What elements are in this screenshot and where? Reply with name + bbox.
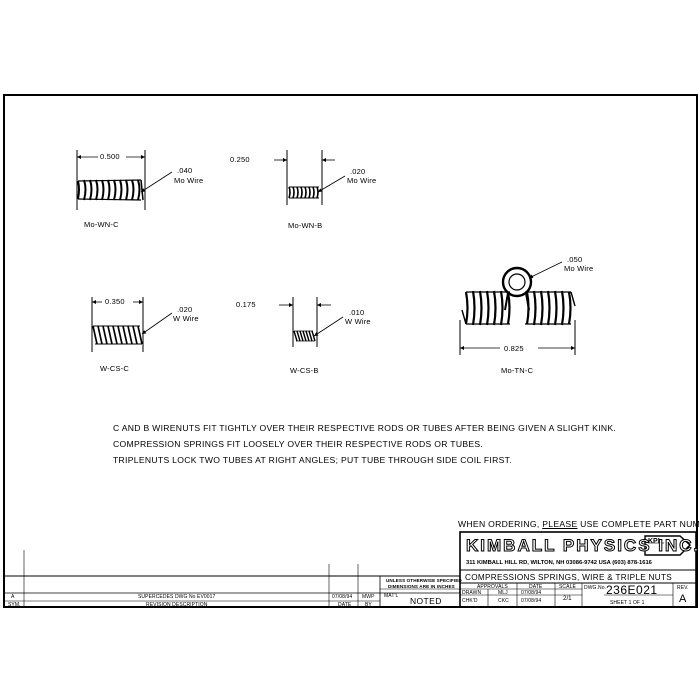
part-mo-tn-c-label: Mo-TN-C [501, 366, 534, 375]
material-value: NOTED [410, 596, 442, 606]
part-mo-wn-c-wire-type: Mo Wire [174, 176, 204, 185]
ordering-suffix: USE COMPLETE PART NUMBER [580, 519, 700, 529]
company-address: 311 KIMBALL HILL RD, WILTON, NH 03086-97… [466, 560, 652, 566]
part-mo-wn-b-drawing [274, 150, 346, 205]
revision-row-by: MWP [362, 594, 375, 600]
part-w-cs-c-wire-size: .020 [177, 305, 193, 314]
revision-by-header: BY [365, 602, 372, 608]
revision-date-header: DATE [338, 602, 352, 608]
part-mo-tn-c-wire-size: .050 [567, 255, 583, 264]
part-w-cs-b-label: W-CS-B [290, 366, 319, 375]
part-w-cs-b-wire-size: .010 [349, 308, 365, 317]
drawing-number: 236E021 [606, 583, 658, 597]
part-mo-tn-c-drawing [459, 261, 576, 355]
drawn-date: 07/08/94 [521, 590, 542, 596]
part-mo-wn-c-wire-size: .040 [177, 166, 193, 175]
note-1: C AND B WIRENUTS FIT TIGHTLY OVER THEIR … [113, 423, 617, 433]
note-2: COMPRESSION SPRINGS FIT LOOSELY OVER THE… [113, 439, 484, 449]
revision-letter: A [679, 593, 687, 605]
drawing-title: COMPRESSIONS SPRINGS, WIRE & TRIPLE NUTS [465, 573, 673, 582]
ordering-note: WHEN ORDERING, PLEASE USE COMPLETE PART … [458, 520, 700, 529]
approvals-header: APPROVALS [477, 584, 508, 590]
part-mo-tn-c-wire-type: Mo Wire [564, 264, 594, 273]
part-mo-wn-c-dim: 0.500 [100, 152, 120, 161]
dwg-no-header: DWG.No. [584, 585, 607, 591]
scale-header: SCALE [559, 584, 576, 590]
tolerance-line-1: UNLESS OTHERWISE SPECIFIED [386, 578, 462, 583]
part-mo-wn-b-wire-type: Mo Wire [347, 176, 377, 185]
revision-description-header: REVISION DESCRIPTION [146, 602, 208, 608]
part-mo-wn-b-wire-size: .020 [350, 167, 366, 176]
part-w-cs-c-wire-type: W Wire [173, 314, 199, 323]
checked-by: CKC [498, 598, 509, 604]
revision-row-letter: A [11, 594, 15, 600]
tolerance-line-2: DIMENSIONS ARE IN INCHES [388, 584, 455, 589]
drawn-label: DRAWN [462, 590, 482, 596]
kpi-logo-mark [644, 535, 692, 556]
sheet-count: SHEET 1 OF 1 [610, 600, 645, 606]
note-3: TRIPLENUTS LOCK TWO TUBES AT RIGHT ANGLE… [113, 455, 512, 465]
checked-label: CHK'D [462, 598, 478, 604]
ordering-prefix: WHEN ORDERING, [458, 519, 543, 529]
part-mo-wn-c-label: Mo-WN-C [84, 220, 119, 229]
part-mo-wn-c-drawing [76, 150, 173, 210]
revision-row-date: 07/08/94 [332, 594, 353, 600]
title-block-grid [4, 531, 697, 608]
part-w-cs-c-dim: 0.350 [105, 297, 125, 306]
revision-row-description: SUPERCEDES DWG No EV0017 [138, 594, 216, 600]
company-logo-text: KPI [648, 538, 660, 545]
part-w-cs-b-wire-type: W Wire [345, 317, 371, 326]
part-w-cs-b-dim: 0.175 [236, 300, 256, 309]
ordering-please: PLEASE [542, 519, 578, 529]
part-w-cs-b-drawing [279, 297, 344, 347]
sheet-border [3, 94, 698, 608]
part-mo-tn-c-dim: 0.825 [504, 344, 524, 353]
company-name: KIMBALL PHYSICS INC. [465, 536, 700, 556]
scale-value: 2/1 [563, 595, 572, 602]
rev-header: REV. [677, 585, 689, 591]
revision-sym-header: SYM. [8, 602, 21, 608]
part-w-cs-c-drawing [91, 297, 173, 352]
checked-date: 07/08/94 [521, 598, 542, 604]
part-mo-wn-b-dim: 0.250 [230, 155, 250, 164]
part-mo-wn-b-label: Mo-WN-B [288, 221, 323, 230]
material-label: MAT'L [384, 593, 399, 599]
part-w-cs-c-label: W-CS-C [100, 364, 129, 373]
drawn-by: MLJ [498, 590, 508, 596]
date-header: DATE [529, 584, 543, 590]
